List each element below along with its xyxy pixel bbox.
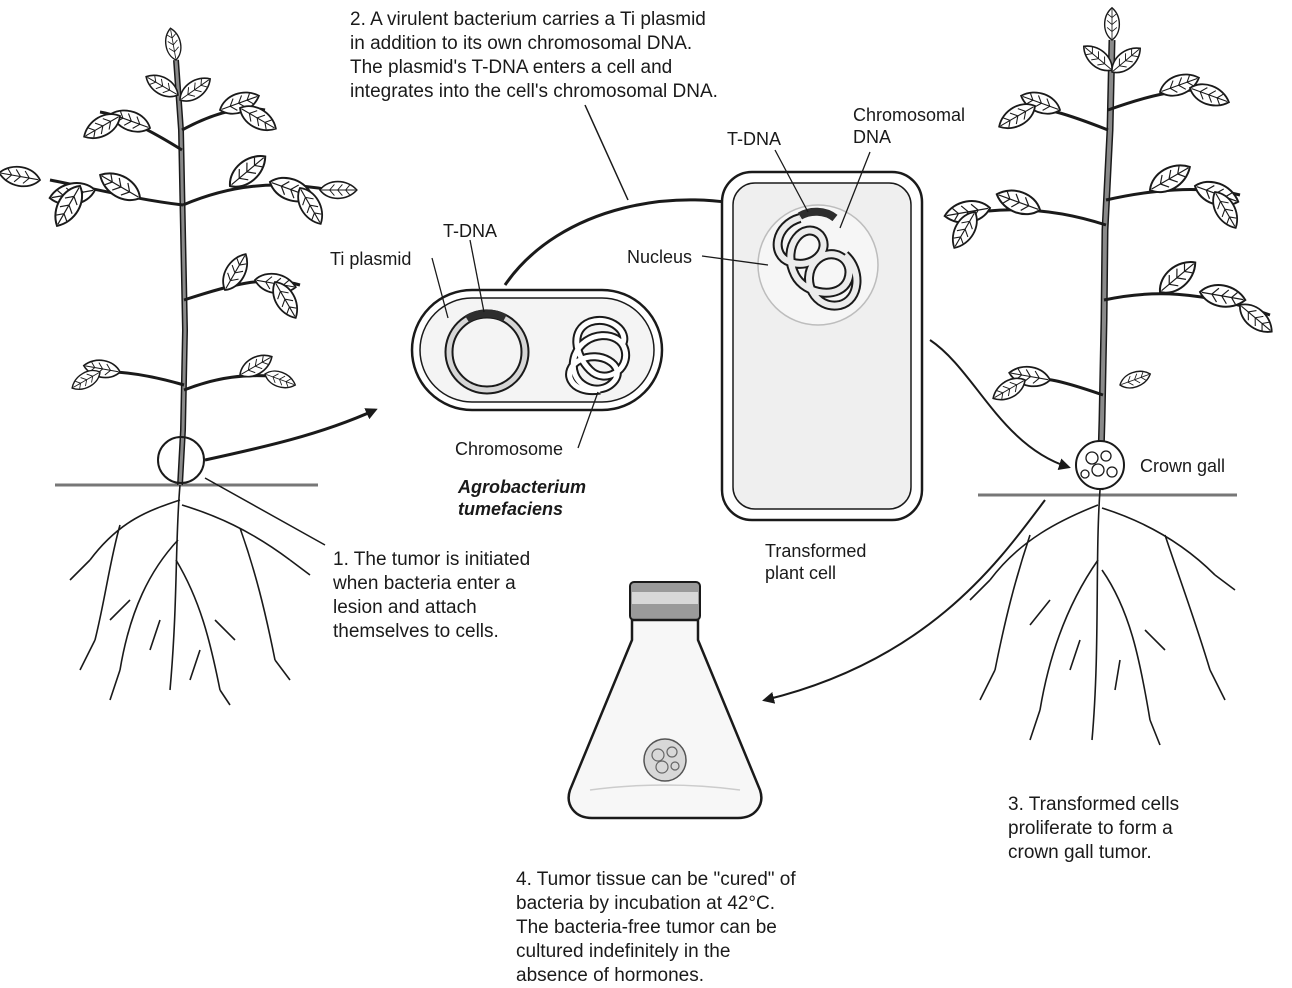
step4-line5: absence of hormones. [516,964,796,988]
step4-line4: cultured indefinitely in the [516,940,796,964]
chromosome-label: Chromosome [455,438,563,460]
step2-line3: The plasmid's T-DNA enters a cell and [350,56,718,80]
transformed-plant-cell [702,150,922,520]
step4-line2: bacteria by incubation at 42°C. [516,892,796,916]
chromosomal-dna-line1: Chromosomal [853,104,965,126]
organism-line2: tumefaciens [458,498,586,520]
chromosomal-dna-label: Chromosomal DNA [853,104,965,148]
culture-flask [569,582,762,818]
step2-line2: in addition to its own chromosomal DNA. [350,32,718,56]
organism-line1: Agrobacterium [458,476,586,498]
step3-caption: 3. Transformed cells proliferate to form… [1008,793,1179,865]
ti-plasmid-label: Ti plasmid [330,248,411,270]
tumor-tissue [644,739,686,781]
step3-line3: crown gall tumor. [1008,841,1179,865]
step4-line1: 4. Tumor tissue can be "cured" of [516,868,796,892]
t-dna-label-bacterium: T-DNA [443,220,497,242]
arrow-lesion-to-bacterium [205,410,375,460]
arrow-cell-to-gall [930,340,1068,467]
organism-name: Agrobacterium tumefaciens [458,476,586,520]
step1-line3: lesion and attach [333,596,530,620]
left-plant [0,27,357,705]
arrow-gall-to-flask [765,500,1045,700]
step4-line3: The bacteria-free tumor can be [516,916,796,940]
transformed-line2: plant cell [765,562,866,584]
chromosomal-dna-line2: DNA [853,126,965,148]
crown-gall-label: Crown gall [1140,455,1225,477]
step2-caption: 2. A virulent bacterium carries a Ti pla… [350,8,718,104]
step2-line1: 2. A virulent bacterium carries a Ti pla… [350,8,718,32]
right-plant [943,8,1278,745]
step1-line1: 1. The tumor is initiated [333,548,530,572]
crown-gall-tumor [1076,441,1124,489]
transformed-line1: Transformed [765,540,866,562]
step2-line4: integrates into the cell's chromosomal D… [350,80,718,104]
nucleus-label: Nucleus [627,246,692,268]
step3-line2: proliferate to form a [1008,817,1179,841]
step3-line1: 3. Transformed cells [1008,793,1179,817]
step4-caption: 4. Tumor tissue can be "cured" of bacter… [516,868,796,988]
step1-line4: themselves to cells. [333,620,530,644]
transformed-cell-label: Transformed plant cell [765,540,866,584]
leader-step2 [585,105,628,200]
step1-caption: 1. The tumor is initiated when bacteria … [333,548,530,644]
leader-step1 [205,478,325,545]
t-dna-label-cell: T-DNA [727,128,781,150]
agrobacterium-cell [412,240,662,448]
step1-line2: when bacteria enter a [333,572,530,596]
